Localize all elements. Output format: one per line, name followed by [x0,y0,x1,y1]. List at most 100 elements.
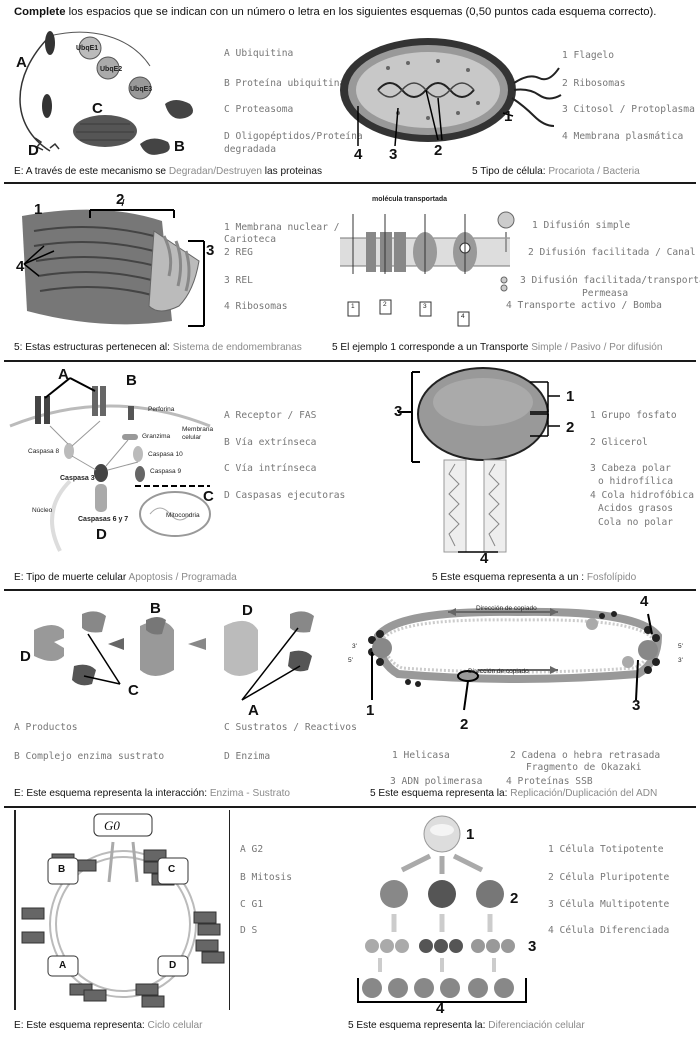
enzyme-label-a: A Productos [14,722,78,733]
g0-label: G0 [104,818,120,833]
dna-number-2: 2 [460,716,469,733]
diff-label-4: 4 Célula Diferenciada [548,925,670,936]
dna-number-1: 1 [366,702,375,719]
enzyme-substrate-diagram [34,611,314,701]
cell-number-4: 4 [354,146,363,163]
transport-box-3: 3 [423,303,427,310]
enzyme-label-c: C Sustratos / Reactivos [224,722,357,733]
phos-label-4: 4 Cola hidrofóbica [590,490,694,501]
mitocondria-label: Mitocondria [166,512,200,519]
copy-direction-bottom: Dirección de copiado [468,668,529,675]
apop-label-a: A Receptor / FAS [224,410,317,421]
transport-legend-icons [497,211,515,292]
divider [4,806,696,808]
apop-label-d: D Caspasas ejecutoras [224,490,346,501]
enzyme-letter-b: B [150,600,161,617]
phos-number-3: 3 [394,403,403,420]
dna-replication-diagram [368,607,663,711]
question-e-1: E: A través de este mecanismo se Degrada… [14,166,323,177]
phos-number-4: 4 [480,550,489,567]
caspasa9-label: Caspasa 9 [150,468,182,475]
phos-label-3-cont: o hidrofílica [598,476,674,487]
strand-end-right-top: 5' [678,643,683,650]
dna-label-3: 3 ADN polimerasa [390,776,483,787]
diff-number-2: 2 [510,890,519,907]
label-4: 4 Membrana plasmática [562,131,684,142]
question-e-3: E: Tipo de muerte celular Apoptosis / Pr… [14,572,237,583]
phos-label-4-cont2: Cola no polar [598,517,674,528]
enzyme-label-d: D Enzima [224,751,271,762]
label-b: B Proteína ubiquitinada [224,78,357,89]
phos-label-4-cont1: Acidos grasos [598,503,674,514]
diagram-letter-a: A [16,54,27,71]
cycle-label-b: B Mitosis [240,872,292,883]
cell-number-3: 3 [389,146,398,163]
question-5-1: 5 Tipo de célula: Procariota / Bacteria [472,166,640,177]
membrane-transport-diagram [340,214,510,327]
question-5-2b: 5 El ejemplo 1 corresponde a un Transpor… [332,342,663,353]
dna-number-4: 4 [640,593,649,610]
diff-number-1: 1 [466,826,475,843]
cycle-letter-a: A [59,960,67,971]
transport-box-4: 4 [461,313,465,320]
dna-label-4: 4 Proteínas SSB [506,776,593,787]
dna-label-2-cont: Fragmento de Okazaki [526,762,642,773]
cycle-label-d: D S [240,925,258,936]
ubqe3-label: UbqE3 [130,86,153,93]
celular-label: celular [182,434,202,441]
dna-label-1: 1 Helicasa [392,750,450,761]
enzyme-label-b: B Complejo enzima sustrato [14,751,165,762]
transport-box-2: 2 [383,301,387,308]
apop-label-b: B Vía extrínseca [224,437,317,448]
ubiquitin-pathway-diagram [19,31,194,155]
transport-label-4: 4 Transporte activo / Bomba [506,300,662,311]
diagram-letter-b: B [174,138,185,155]
caspasa8-label: Caspasa 8 [28,448,60,455]
endo-number-2: 2 [116,191,125,208]
phos-number-1: 1 [566,388,575,405]
granzima-label: Granzima [142,433,171,440]
phos-number-2: 2 [566,419,575,436]
diagram-letter-d: D [28,142,39,159]
question-5-3: 5 Este esquema representa a un : Fosfolí… [432,572,637,583]
transport-label-3-cont: Permeasa [582,288,629,299]
apop-letter-a: A [58,366,69,383]
ubqe2-label: UbqE2 [100,66,123,73]
cell-number-1: 1 [504,108,513,125]
apop-letter-c: C [203,488,214,505]
caspasas67-label: Caspasas 6 y 7 [78,516,129,523]
instructions: Complete los espacios que se indican con… [14,6,657,18]
label-d: D Oligopéptidos/Proteína [224,131,363,142]
question-e-4: E: Este esquema representa la interacció… [14,788,291,799]
caspasa3-label: Caspasa 3 [60,475,95,482]
label-1: 1 Flagelo [562,50,614,61]
endo-label-3: 3 REL [224,275,253,286]
label-d-cont: degradada [224,144,276,155]
dna-label-2: 2 Cadena o hebra retrasada [510,750,661,761]
endo-label-2: 2 REG [224,247,253,258]
transport-label-2: 2 Difusión facilitada / Canal [528,247,696,258]
nucleo-label: Núcleo [32,507,53,514]
cycle-letter-c: C [168,864,176,875]
apoptosis-diagram [9,377,211,552]
endo-label-1: 1 Membrana nuclear / [224,222,340,233]
label-2: 2 Ribosomas [562,78,626,89]
divider [4,182,696,184]
cycle-letter-b: B [58,864,66,875]
transport-box-1: 1 [351,303,355,310]
copy-direction-top: Dirección de copiado [476,605,537,612]
cell-cycle-diagram [21,813,225,1008]
transport-label-1: 1 Difusión simple [532,220,631,231]
prokaryote-cell-diagram [340,38,562,147]
apop-letter-b: B [126,372,137,389]
phos-label-1: 1 Grupo fosfato [590,410,677,421]
diff-label-1: 1 Célula Totipotente [548,844,664,855]
cycle-label-a: A G2 [240,844,264,855]
phospholipid-diagram [398,367,560,553]
question-5-2a: 5: Estas estructuras pertenecen al: Sist… [14,342,302,353]
label-3: 3 Citosol / Protoplasma [562,104,695,115]
diff-label-2: 2 Célula Pluripotente [548,872,670,883]
caspasa10-label: Caspasa 10 [148,451,183,458]
diff-label-3: 3 Célula Multipotente [548,899,670,910]
enzyme-letter-d: D [20,648,31,665]
